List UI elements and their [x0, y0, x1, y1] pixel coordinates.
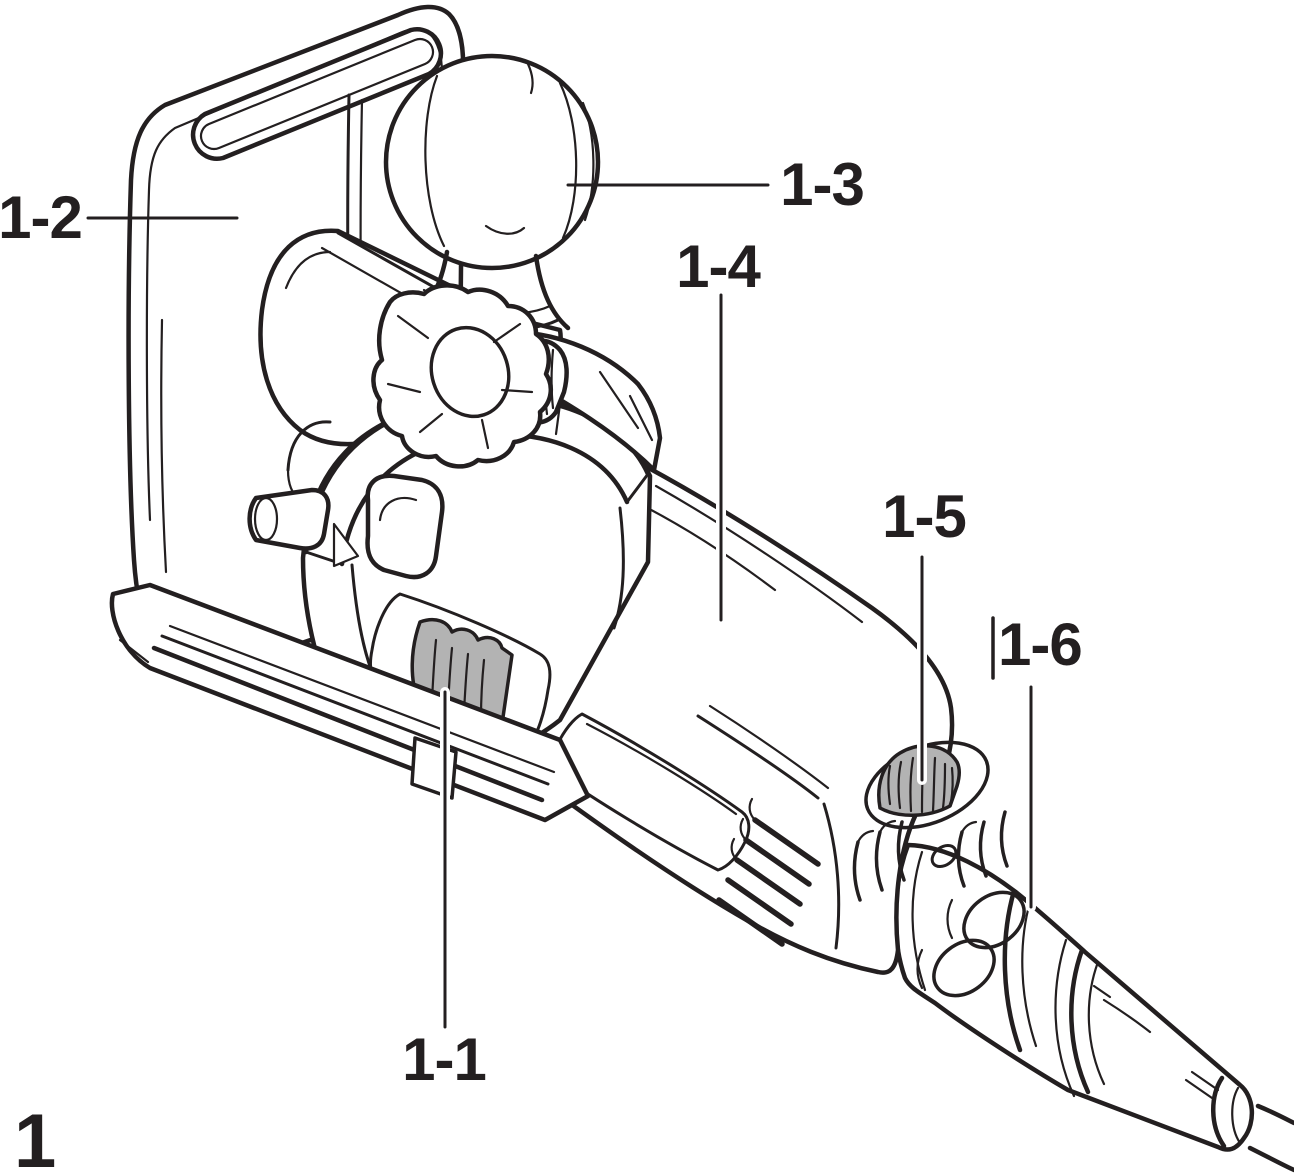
label-1-2: 1-2 — [0, 184, 82, 251]
clamp-knob-assembly — [371, 283, 569, 469]
label-1-1: 1-1 — [402, 1026, 486, 1093]
label-1-3: 1-3 — [780, 151, 864, 218]
cone-tip-bead — [1211, 1075, 1227, 1149]
cord-top-line — [1255, 1103, 1294, 1126]
guide-rail-edge — [151, 645, 545, 803]
cable-sleeve-assembly — [893, 842, 1294, 1173]
cone-highlight-1 — [1102, 998, 1152, 1034]
leader-lines — [86, 183, 1036, 1032]
clamp-band-end-right — [625, 472, 650, 504]
ring-boundary-2 — [1069, 947, 1091, 1095]
ring-dimple-1-accent — [946, 898, 954, 940]
cone-highlight-2b — [1190, 1070, 1220, 1092]
handle-screw-hole — [930, 844, 958, 868]
cord-bottom-line — [1247, 1145, 1294, 1173]
housing-gusset — [332, 522, 360, 568]
ball-shine-bottom — [484, 224, 526, 235]
housing-seam-right — [612, 506, 625, 630]
fence-plate-slot-outer — [190, 27, 444, 161]
pivot-trunnion — [247, 487, 331, 551]
ball-shine-top — [526, 62, 534, 95]
label-1-4: 1-4 — [676, 233, 761, 300]
cone-tip-bead-2 — [1231, 1086, 1242, 1145]
ball-outline — [383, 53, 601, 271]
handle-boundary-line — [696, 714, 820, 800]
fence-plate-left-edge-line — [160, 318, 168, 574]
ball-meridian-right — [558, 81, 578, 240]
cone-highlight-1b — [1092, 984, 1112, 999]
knob-lobe-lines — [386, 314, 534, 450]
grip-fins — [852, 810, 1009, 902]
cone-base-bead — [1054, 938, 1076, 1098]
stem-right-line — [533, 253, 571, 331]
handle-boundary-line-2 — [708, 704, 830, 790]
figure-number: 1 — [14, 1099, 56, 1174]
label-1-5: 1-5 — [882, 483, 966, 550]
ring-boundary-1b — [1021, 900, 1038, 1048]
fence-plate-slot-inner — [199, 37, 435, 151]
hub-boss — [365, 473, 445, 580]
callout-labels: 1-1 1-2 1-3 1-4 1-5 1-6 1 — [0, 151, 1083, 1174]
barrel-top-highlight — [654, 484, 864, 624]
label-1-6: 1-6 — [998, 611, 1082, 678]
ball-meridian-right-2 — [581, 101, 595, 222]
ring-dimple-2-accent — [916, 948, 924, 990]
base-shoe-outline — [109, 582, 591, 823]
ball-meridian-left — [424, 74, 446, 248]
shoe-front-edge — [118, 638, 150, 664]
pivot-ear-arc — [286, 420, 332, 472]
grip-ball-knob — [383, 53, 601, 271]
ring-boundary-1 — [1002, 888, 1023, 1053]
handle-front-curve — [822, 802, 841, 950]
pivot-arm-hump — [284, 250, 332, 290]
knob-face — [429, 325, 511, 419]
guide-rail-line-2 — [168, 624, 556, 774]
guide-rail-line-1 — [160, 634, 550, 786]
ring-boundary-2b — [1087, 960, 1106, 1086]
cone-highlight-2 — [1184, 1078, 1214, 1100]
vent-slats — [716, 797, 821, 947]
ring-dimple-2 — [932, 938, 996, 998]
grip-panel-inner-line — [585, 722, 738, 816]
neck-junction-line — [911, 850, 927, 992]
